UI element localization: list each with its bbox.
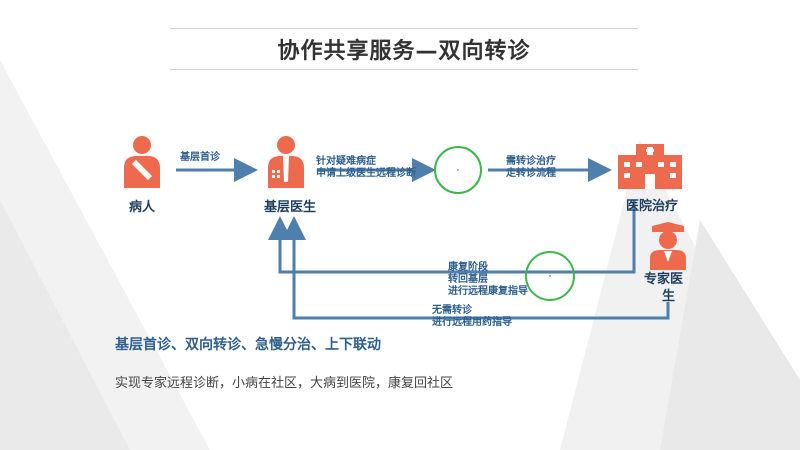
edge-label-recovery-line1: 康复阶段 — [448, 262, 488, 273]
edge-label-no-referral-line1: 无需转诊 — [432, 305, 472, 316]
hospital-icon — [618, 144, 682, 189]
node-label-hospital: 医院治疗 — [626, 199, 679, 214]
node-label-expert-1: 专家医 — [644, 272, 684, 287]
edge-label-transfer-line1: 需转诊治疗 — [506, 156, 556, 167]
edge-label-first-visit: 基层首诊 — [180, 152, 220, 163]
edge-label-no-referral: 无需转诊 进行远程用药指导 — [432, 305, 512, 329]
edge-label-recovery: 康复阶段 转回基层 进行远程康复指导 — [448, 262, 528, 298]
summary-headline: 基层首诊、双向转诊、急慢分治、上下联动 — [115, 337, 381, 353]
summary-detail: 实现专家远程诊断，小病在社区，大病到医院，康复回社区 — [115, 376, 454, 391]
title-bar: 协作共享服务—双向转诊 — [170, 28, 638, 70]
decision-circle-top — [434, 146, 482, 194]
edge-label-recovery-line3: 进行远程康复指导 — [448, 286, 528, 297]
edge-label-transfer: 需转诊治疗 走转诊流程 — [506, 156, 556, 180]
edge-no-referral — [282, 216, 670, 320]
edge-recovery — [268, 200, 636, 274]
edge-label-doubt: 针对疑难病症 申请上级医生远程诊断 — [316, 156, 416, 180]
edge-label-transfer-line2: 走转诊流程 — [506, 168, 556, 179]
node-label-expert-2: 生 — [662, 289, 676, 304]
expert-doctor-icon — [650, 222, 686, 270]
node-label-grassroots-doctor: 基层医生 — [264, 200, 317, 215]
page-title: 协作共享服务—双向转诊 — [277, 39, 531, 64]
patient-icon — [124, 136, 160, 188]
edge-label-no-referral-line2: 进行远程用药指导 — [432, 317, 512, 328]
doctor-icon — [268, 136, 304, 188]
edge-label-doubt-line2: 申请上级医生远程诊断 — [316, 168, 416, 179]
edge-label-recovery-line2: 转回基层 — [448, 274, 488, 285]
decision-circle-bottom — [525, 251, 575, 301]
edge-label-doubt-line1: 针对疑难病症 — [316, 156, 376, 167]
node-label-patient: 病人 — [129, 200, 156, 215]
